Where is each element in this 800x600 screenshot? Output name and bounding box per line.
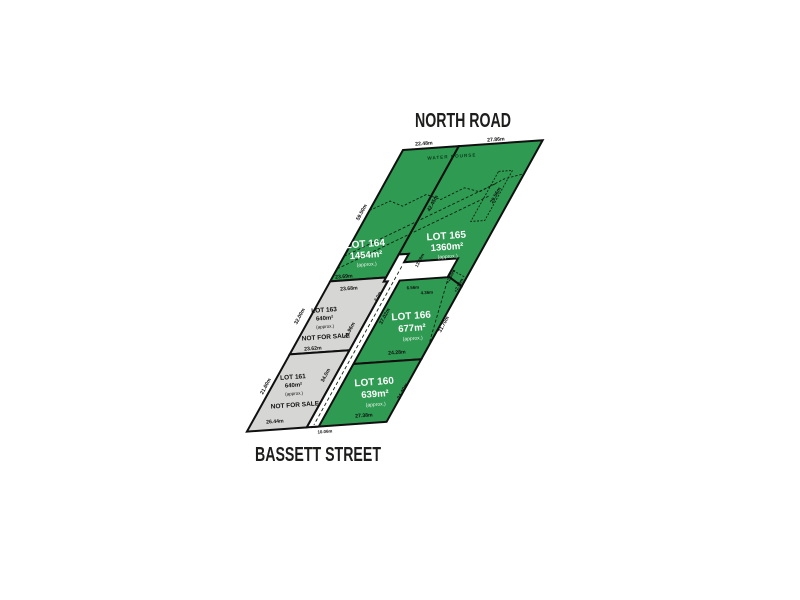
- lot-160-label: LOT 160 639m² (approx.): [354, 376, 395, 409]
- measurement: 4.36m: [421, 290, 434, 296]
- svg-text:1360m²: 1360m²: [430, 241, 463, 254]
- measurement: 27.38m: [355, 412, 373, 419]
- measurement: 26.44m: [266, 418, 284, 425]
- svg-text:LOT 163: LOT 163: [311, 306, 337, 315]
- bassett-street-label: BASSETT STREET: [255, 444, 381, 466]
- measurement: 13.38m: [414, 252, 425, 268]
- easement-line-2: [337, 196, 489, 269]
- measurement: 27.86m: [487, 136, 505, 143]
- svg-text:639m²: 639m²: [361, 388, 389, 401]
- svg-text:LOT 160: LOT 160: [354, 376, 395, 390]
- measurement: 22.48m: [415, 140, 433, 147]
- easement-line-1: [344, 184, 496, 257]
- water-course-line: [369, 174, 524, 211]
- svg-text:677m²: 677m²: [398, 322, 426, 335]
- subdivision-block: [247, 140, 543, 431]
- svg-text:(approx.): (approx.): [366, 401, 387, 408]
- lot-161-label: LOT 161 640m² (approx.) NOT FOR SALE: [271, 373, 320, 411]
- measurement: +2.50m: [453, 277, 465, 293]
- lot-163-label: LOT 163 640m² (approx.) NOT FOR SALE: [302, 306, 351, 343]
- measurement: 24.28m: [388, 349, 406, 356]
- svg-text:NOT FOR SALE: NOT FOR SALE: [302, 332, 351, 342]
- measurement: 6.56m: [407, 285, 420, 291]
- measurement: 32.00m: [293, 307, 307, 326]
- svg-text:(approx.): (approx.): [403, 335, 424, 342]
- easement-line-3: [410, 280, 465, 348]
- svg-text:(approx.): (approx.): [357, 261, 378, 268]
- lot-166-label: LOT 166 677m² (approx.): [391, 310, 432, 343]
- measurement: 6.0m: [373, 291, 382, 302]
- lot-164-label: LOT 164 1454m² (approx.): [345, 238, 386, 269]
- measurement: +2.50m: [445, 268, 457, 284]
- svg-text:LOT 161: LOT 161: [280, 373, 306, 382]
- svg-text:NOT FOR SALE: NOT FOR SALE: [271, 400, 320, 410]
- north-road-label: NORTH ROAD: [415, 110, 511, 132]
- svg-text:LOT 164: LOT 164: [345, 238, 386, 252]
- svg-text:(approx.): (approx.): [285, 390, 304, 396]
- lot-165-label: LOT 165 1360m² (approx.): [426, 230, 467, 261]
- access-strip-centerline: [314, 266, 402, 425]
- svg-text:640m²: 640m²: [316, 314, 334, 322]
- svg-text:LOT 165: LOT 165: [426, 230, 467, 244]
- easement-line-4: [444, 267, 472, 279]
- svg-text:640m²: 640m²: [285, 381, 303, 389]
- measurement: 23.62m: [304, 345, 322, 352]
- labels: NORTH ROAD BASSETT STREET WATER COURSE L…: [255, 110, 511, 466]
- measurement: 10.06m: [317, 428, 332, 434]
- svg-text:(approx.): (approx.): [438, 253, 459, 260]
- measurement: 23.68m: [340, 285, 358, 292]
- svg-text:(approx.): (approx.): [316, 323, 335, 329]
- water-course-label: WATER COURSE: [427, 152, 476, 160]
- measurement: 23.69m: [335, 273, 353, 280]
- svg-text:LOT 166: LOT 166: [391, 310, 432, 324]
- svg-text:1454m²: 1454m²: [349, 249, 382, 262]
